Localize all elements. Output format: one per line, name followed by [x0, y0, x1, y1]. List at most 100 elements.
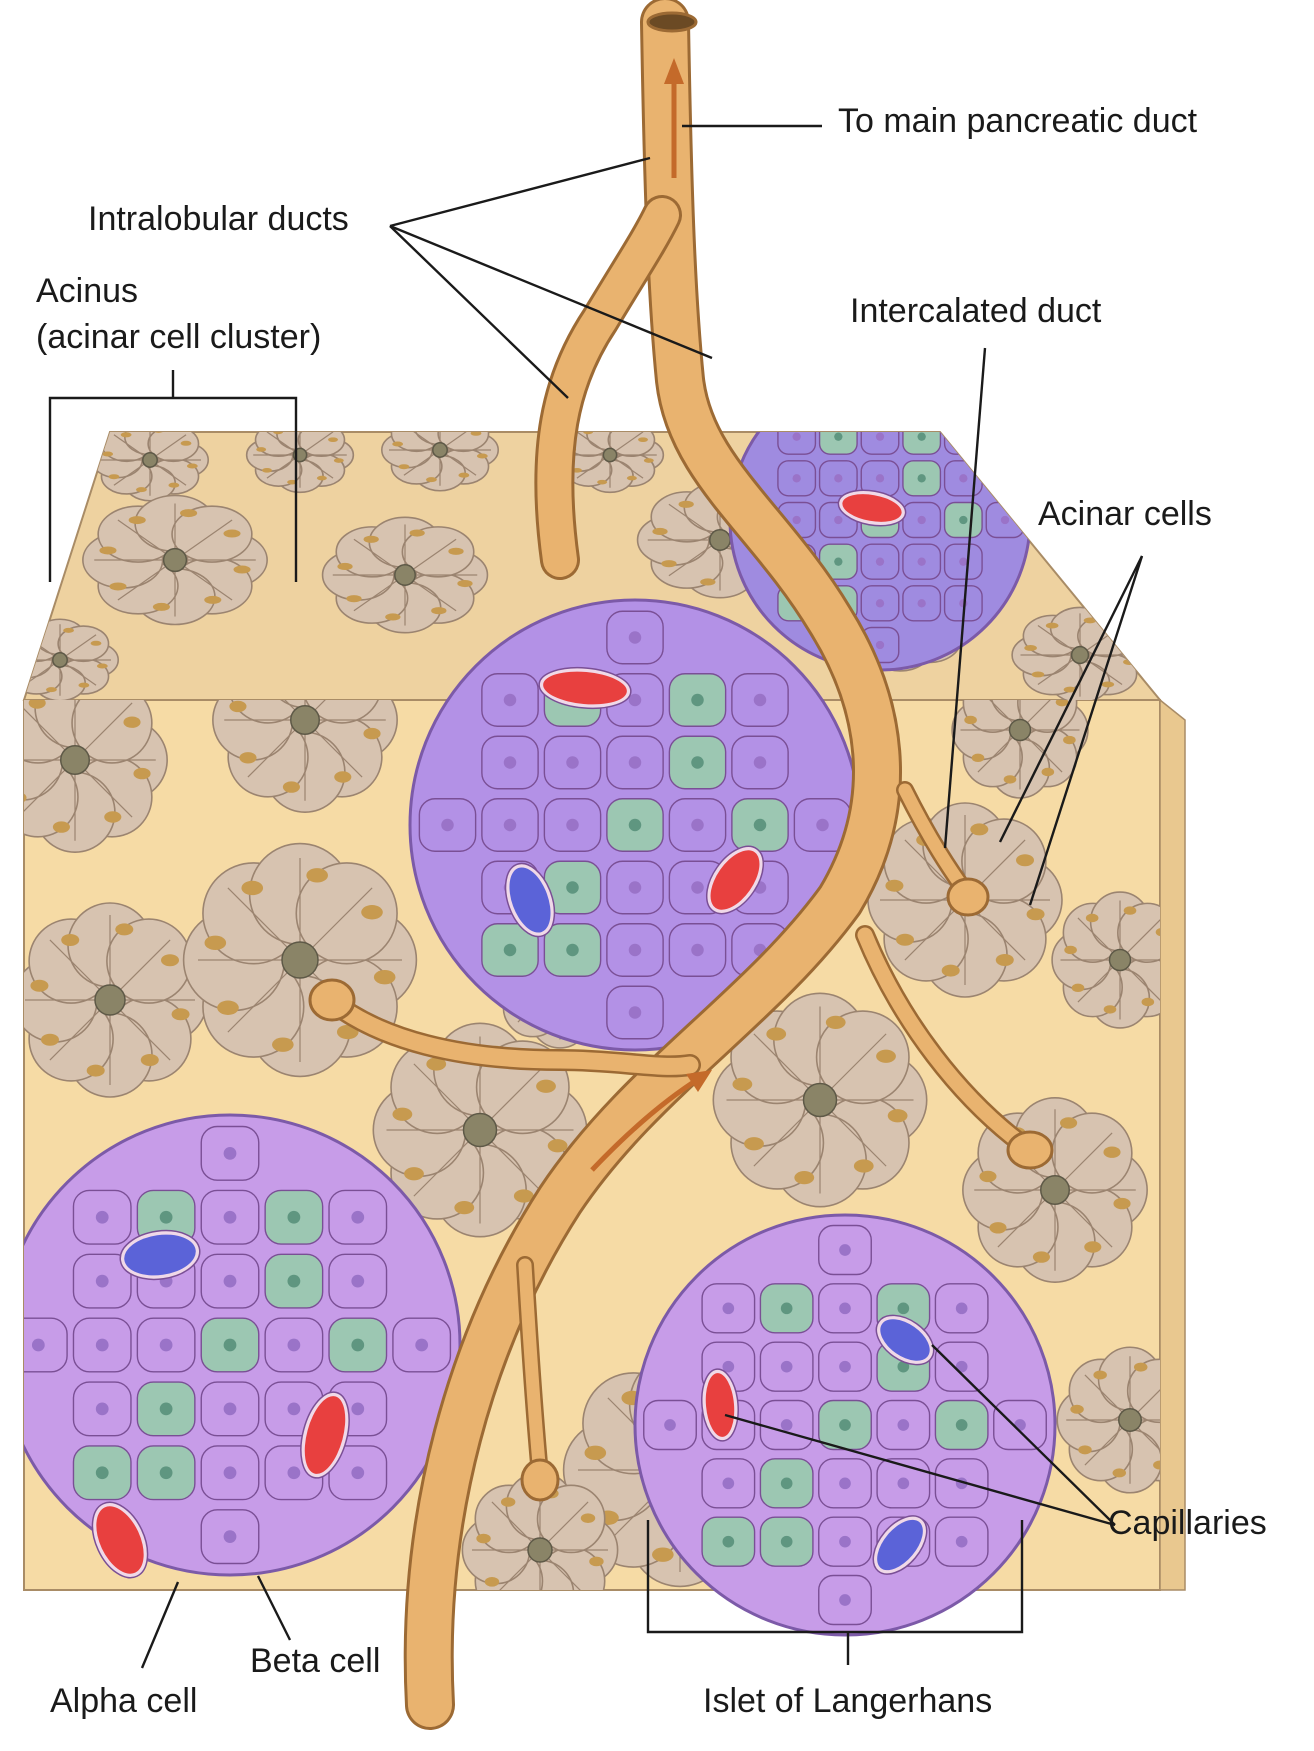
duct-tree — [308, 0, 1054, 1730]
acinar-nucleus — [186, 463, 198, 469]
cell-nucleus — [780, 1419, 793, 1431]
intercalated-duct-lower — [518, 1258, 547, 1482]
acinar-nucleus — [392, 1107, 413, 1121]
acinar-nucleus — [136, 487, 147, 493]
cell-nucleus — [691, 881, 704, 894]
cell-nucleus — [159, 1466, 173, 1480]
intralobular-duct-left — [537, 198, 679, 577]
acinar-lumen — [281, 941, 319, 979]
acinar-lumen — [60, 745, 90, 775]
islet-bracket — [646, 1520, 1024, 1634]
acinar-nucleus — [1064, 945, 1077, 955]
intercalated-duct-bulb-right-upper — [946, 877, 990, 917]
cell-nucleus — [691, 693, 704, 707]
acinar-nucleus — [363, 727, 381, 740]
intercalated-duct-bulb-right-lower — [1006, 1130, 1054, 1170]
acinar-nucleus — [426, 1057, 447, 1071]
acinar-nucleus — [168, 482, 180, 488]
intercalated-duct-bulb-lower — [520, 1458, 560, 1502]
acinar-nucleus — [744, 1137, 764, 1151]
acinar-nucleus — [652, 1547, 674, 1562]
acinar-nucleus — [90, 640, 102, 646]
label-acinus: Acinus — [36, 272, 138, 310]
acinar-nucleus — [643, 458, 654, 463]
acinar-nucleus — [337, 562, 353, 571]
cell-nucleus — [159, 1210, 173, 1224]
leader-acinar-2 — [1028, 555, 1144, 906]
cell-nucleus — [839, 1419, 851, 1431]
cell-nucleus — [875, 432, 885, 441]
cell-nucleus — [834, 474, 843, 483]
cell-nucleus — [351, 1274, 365, 1288]
acinar-nucleus — [61, 933, 80, 946]
acinar-nucleus — [102, 451, 114, 457]
acinar-nucleus — [108, 474, 120, 480]
acinar-nucleus — [448, 547, 464, 555]
cell-nucleus — [351, 1210, 365, 1224]
acinar-nucleus — [876, 1049, 896, 1063]
label-alpha-cell: Alpha cell — [50, 1682, 197, 1720]
cell-nucleus — [955, 1360, 968, 1373]
cell-nucleus — [287, 1274, 301, 1288]
capillary — [304, 1396, 346, 1474]
cell-nucleus — [839, 1535, 851, 1548]
cell-nucleus — [628, 881, 642, 894]
acinar-nucleus — [1101, 681, 1115, 688]
flow-arrow-upper-head — [664, 58, 684, 84]
cell-nucleus — [875, 557, 885, 566]
flow-arrow-lower — [590, 1075, 702, 1172]
cell-nucleus — [876, 391, 884, 399]
acinar-nucleus — [652, 527, 668, 536]
cell-nucleus — [287, 1210, 301, 1224]
acinus — [1056, 1346, 1160, 1494]
acinus — [321, 516, 489, 634]
capillary — [543, 671, 627, 705]
acinar-nucleus — [409, 529, 425, 537]
acinus — [555, 426, 665, 494]
acinar-nucleus — [613, 426, 623, 431]
leader-acinar-1 — [998, 555, 1144, 843]
acinar-nucleus — [443, 418, 454, 423]
acinar-nucleus — [457, 579, 473, 588]
acinar-nucleus — [120, 432, 132, 438]
acinar-nucleus — [1060, 1117, 1078, 1129]
acinus — [962, 1097, 1148, 1283]
cell-nucleus — [566, 818, 579, 832]
cell-nucleus — [839, 1360, 851, 1373]
leader-intralobular-3 — [389, 224, 713, 360]
cell-nucleus — [223, 1530, 237, 1544]
acinar-nucleus — [638, 437, 648, 442]
acinar-nucleus — [1103, 1146, 1121, 1158]
capillary — [880, 1319, 930, 1361]
capillary — [842, 494, 902, 522]
acinar-nucleus — [104, 811, 122, 823]
cell-nucleus — [1000, 515, 1010, 525]
acinar-nucleus — [521, 1602, 535, 1612]
acinar-lumen — [1118, 1408, 1142, 1432]
cell-nucleus — [753, 818, 767, 832]
acinar-nucleus — [678, 500, 694, 508]
cell-nucleus — [722, 1535, 735, 1548]
cell-nucleus — [628, 943, 642, 957]
acinar-nucleus — [334, 771, 352, 783]
acinar-nucleus — [964, 715, 977, 725]
acinar-nucleus — [853, 1159, 874, 1173]
leader-beta — [256, 1575, 292, 1641]
cell-nucleus — [959, 432, 968, 441]
cell-nucleus — [834, 557, 843, 566]
acinar-nucleus — [161, 954, 180, 967]
cell-nucleus — [897, 1477, 910, 1490]
cell-nucleus — [959, 474, 968, 483]
acinar-nucleus — [793, 425, 803, 430]
cell-nucleus — [753, 756, 767, 769]
acinus — [372, 1022, 588, 1238]
acinar-nucleus — [171, 1008, 190, 1021]
cell-nucleus — [95, 1274, 109, 1288]
label-islet-of-langerhans: Islet of Langerhans — [703, 1682, 992, 1720]
acinar-nucleus — [1026, 908, 1045, 921]
cell-nucleus — [223, 1210, 237, 1224]
acinar-nucleus — [385, 613, 401, 621]
acinar-nucleus — [239, 752, 257, 764]
cell-nucleus — [95, 1466, 109, 1480]
